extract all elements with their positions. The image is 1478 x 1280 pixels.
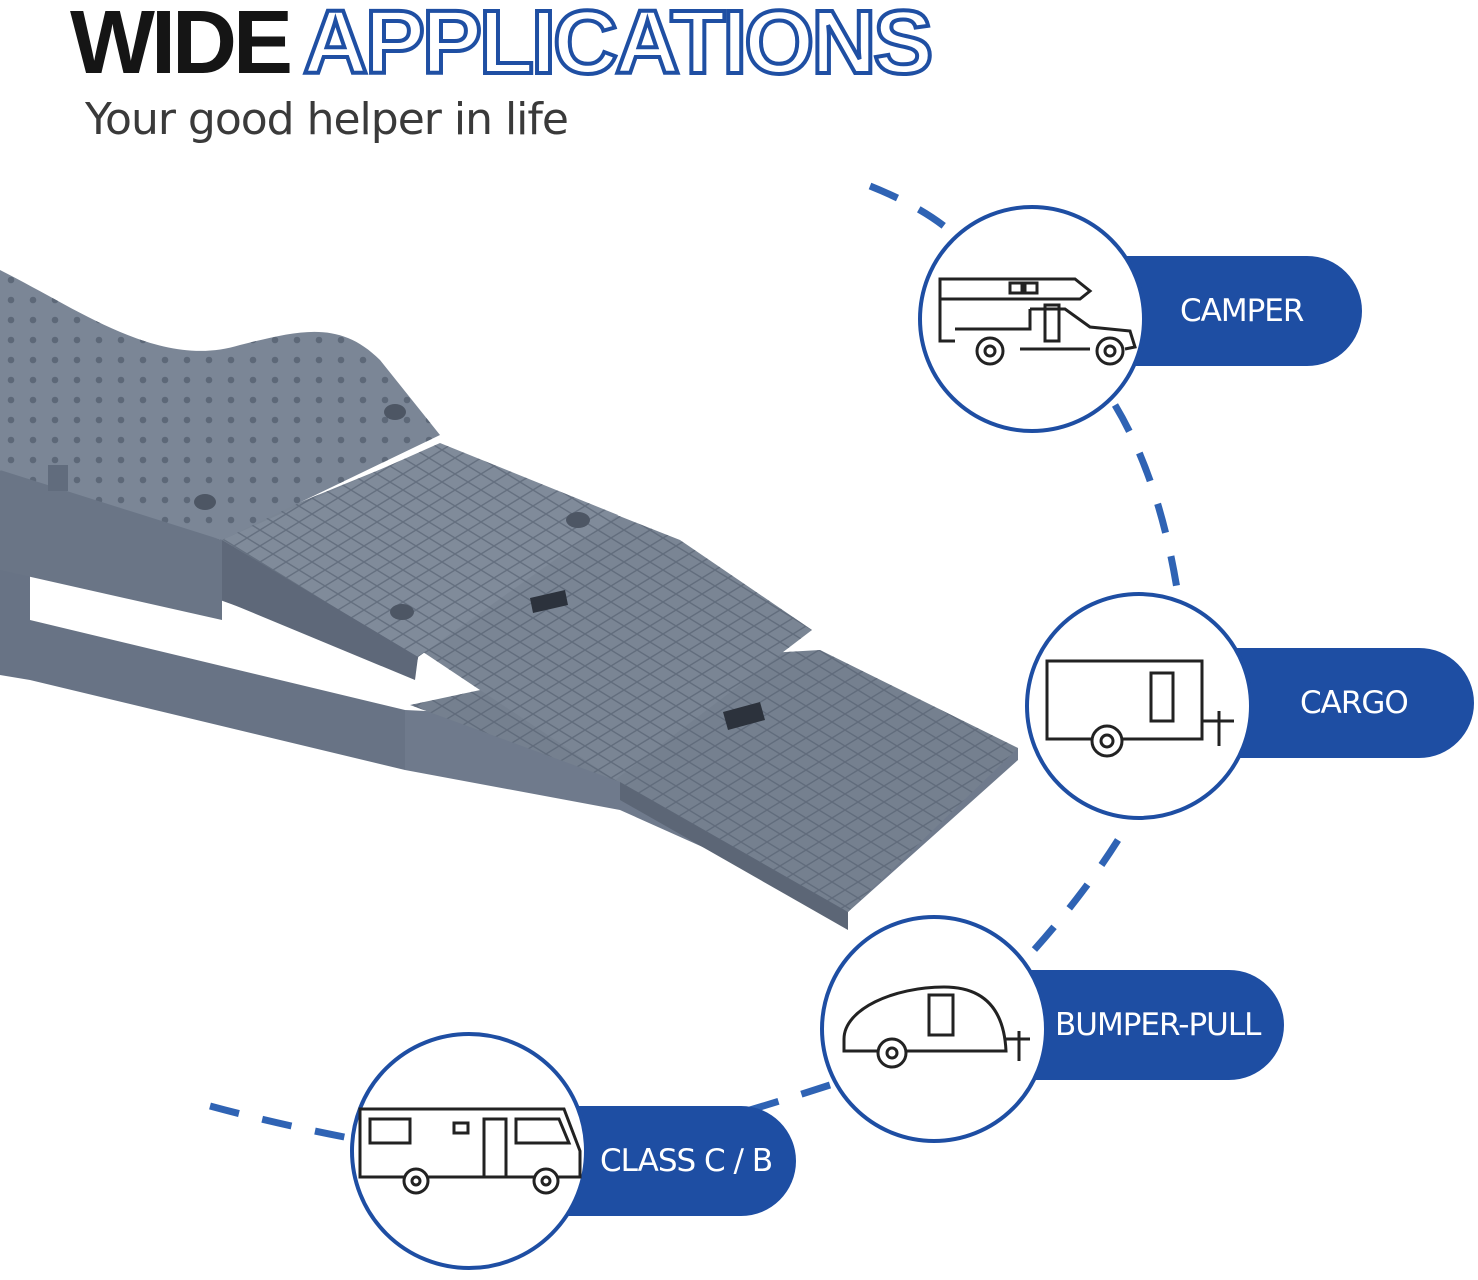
application-pill-cargo: CARGO: [1210, 648, 1474, 758]
headline-part-applications: APPLICATIONS: [301, 0, 935, 93]
application-circle-camper: [918, 205, 1146, 433]
application-circle-bumper-pull: [820, 915, 1048, 1143]
subtitle: Your good helper in life: [85, 94, 569, 145]
truck-camper-icon: [938, 277, 1137, 366]
application-label-bumper-pull: BUMPER-PULL: [1055, 1007, 1261, 1043]
application-circle-class-c-b: [350, 1032, 588, 1270]
cargo-trailer-icon: [1045, 659, 1234, 758]
teardrop-trailer-icon: [842, 985, 1030, 1069]
headline-part-wide: WIDE: [70, 0, 293, 93]
motorhome-icon: [358, 1107, 582, 1195]
application-circle-cargo: [1025, 592, 1253, 820]
application-label-cargo: CARGO: [1300, 685, 1409, 721]
application-label-class-c-b: CLASS C / B: [600, 1143, 773, 1179]
application-label-camper: CAMPER: [1180, 293, 1304, 329]
leveler-ramp-image: [0, 270, 1018, 930]
